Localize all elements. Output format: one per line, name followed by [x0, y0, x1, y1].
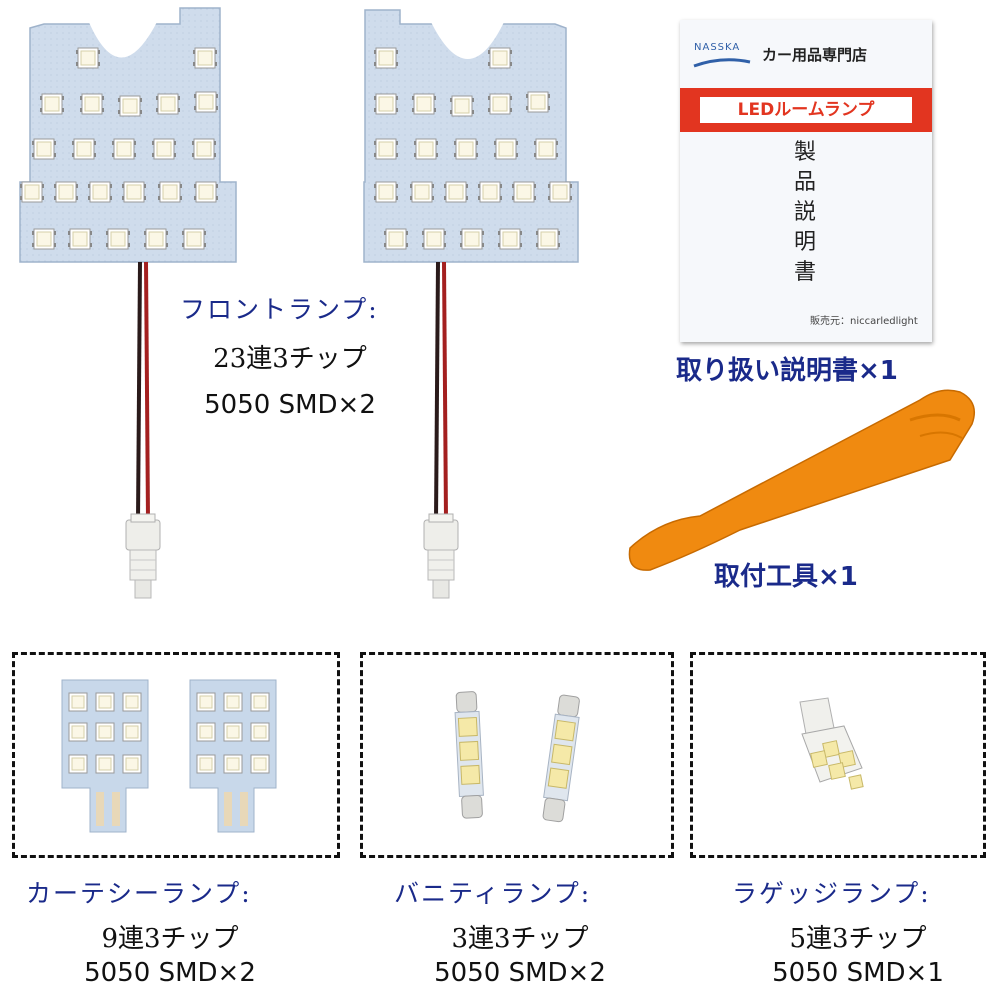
vanity-lamp-title: バニティランプ:	[394, 879, 592, 908]
manual-char: 製	[793, 140, 816, 165]
manual-brand: NASSKA	[694, 42, 741, 53]
luggage-lamp-spec: 5050 SMD×1	[772, 958, 944, 988]
front-lamp-left	[19, 7, 237, 599]
courtesy-lamp-title: カーテシーランプ:	[26, 879, 252, 908]
manual-caption: 取り扱い説明書×1	[676, 356, 898, 386]
vanity-lamp-box	[360, 652, 674, 858]
vanity-lamp-illustration	[453, 690, 583, 823]
front-lamp-illustration	[19, 7, 579, 599]
tool-caption: 取付工具×1	[714, 562, 858, 592]
luggage-lamp-illustration	[799, 697, 864, 790]
manual-char: 説	[793, 200, 816, 225]
manual-banner-text: LEDルームランプ	[700, 97, 912, 123]
luggage-lamp-title: ラゲッジランプ:	[732, 879, 931, 908]
pry-tool-illustration	[628, 389, 975, 571]
luggage-lamp-box	[690, 652, 986, 858]
manual-seller: 販売元：niccarledlight	[810, 316, 918, 327]
vanity-lamp-chips: 3連3チップ	[451, 924, 589, 954]
vanity-lamp-spec: 5050 SMD×2	[434, 958, 606, 988]
manual-char: 書	[793, 260, 816, 285]
front-lamp-right	[363, 9, 579, 599]
courtesy-lamp-box	[12, 652, 340, 858]
manual-banner: LEDルームランプ	[680, 88, 932, 132]
front-lamp-spec: 5050 SMD×2	[204, 390, 376, 420]
front-lamp-chips: 23連3チップ	[213, 344, 367, 374]
manual-char: 品	[793, 170, 816, 195]
courtesy-lamp-chips: 9連3チップ	[101, 924, 239, 954]
courtesy-lamp-spec: 5050 SMD×2	[84, 958, 256, 988]
luggage-lamp-chips: 5連3チップ	[789, 924, 927, 954]
manual-vertical-title: 製 品 説 明 書	[790, 138, 820, 288]
manual-char: 明	[793, 230, 816, 255]
brand-swoosh-icon	[693, 58, 751, 68]
instruction-manual: NASSKA カー用品専門店 LEDルームランプ 製 品 説 明 書 販売元：n…	[680, 20, 932, 342]
courtesy-lamp-illustration	[40, 672, 300, 842]
front-lamp-title: フロントランプ:	[180, 295, 379, 324]
manual-shop: カー用品専門店	[762, 46, 868, 64]
